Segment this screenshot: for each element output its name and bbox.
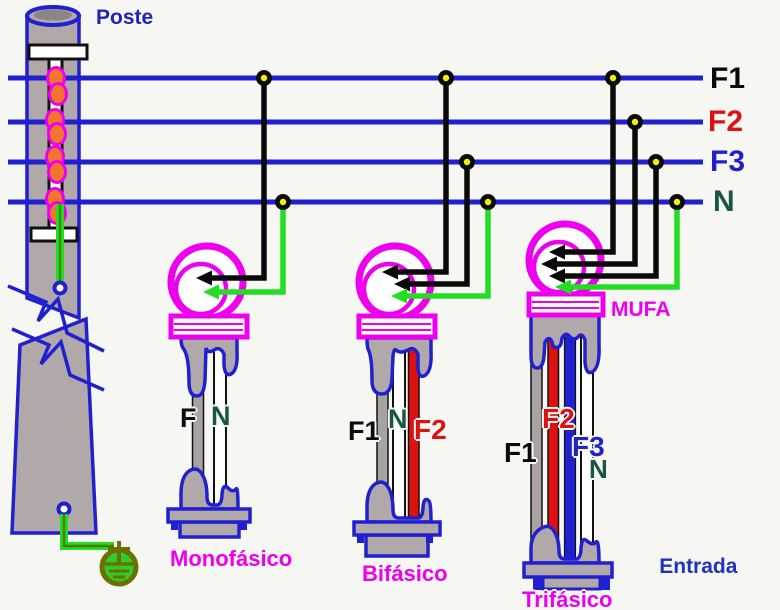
grounding-system — [52, 204, 139, 587]
mufa-label: MUFA — [611, 298, 671, 321]
bif-wire-label-n: N — [388, 404, 408, 434]
mono-base-block — [178, 520, 241, 539]
line-label-f3: F3 — [710, 145, 746, 178]
arrow-icon — [196, 270, 212, 286]
tri-wire-label-n: N — [589, 454, 608, 484]
mono-base-flange — [166, 507, 252, 524]
bif-lower-drip — [365, 480, 433, 524]
bif-base-block — [364, 533, 430, 558]
mono-service-drop — [196, 70, 291, 300]
pole-label: Poste — [96, 6, 154, 29]
bif-service-drop — [382, 70, 496, 304]
bif-weatherhead — [355, 242, 438, 340]
tri-weatherhead — [525, 220, 606, 318]
mono-upper-drip — [179, 336, 239, 398]
arrow-icon — [549, 244, 565, 260]
arrow-icon — [382, 264, 398, 280]
line-label-f2: F2 — [708, 105, 744, 138]
pole-break-mark — [11, 327, 105, 392]
mono-wire-label-f: F — [180, 403, 197, 433]
bif-wire-label-f1: F1 — [348, 416, 380, 446]
tri-upper-drip — [529, 313, 601, 375]
tri-lower-drip — [529, 524, 601, 565]
arrow-icon — [549, 268, 565, 284]
monofasico-caption: Monofásico — [170, 546, 293, 571]
bif-wire-label-f2: F2 — [414, 414, 447, 445]
tri-wire-label-f1: F1 — [504, 437, 537, 468]
monofasico-assembly — [166, 242, 252, 539]
mono-lower-drip — [179, 467, 240, 511]
bif-upper-drip — [365, 336, 433, 396]
arrow-icon — [391, 288, 407, 304]
ground-wire-eyelet — [56, 501, 72, 517]
line-label-f1: F1 — [710, 62, 746, 95]
ground-wire-eyelet — [52, 280, 68, 296]
meter-entry-line1: Entrada — [659, 555, 738, 579]
arrow-icon — [541, 256, 557, 272]
arrow-icon — [394, 276, 410, 292]
ground-electrode-symbol — [99, 541, 139, 587]
bif-base-flange — [352, 520, 442, 537]
tri-service-drop — [541, 70, 685, 295]
tri-base-flange — [522, 561, 614, 579]
meter-entry-label: Entrada a medidor — [630, 528, 755, 610]
meter-entry-line2: a medidor — [648, 608, 748, 610]
trifasico-caption: Trifásico — [522, 587, 613, 610]
arrow-icon — [203, 284, 219, 300]
bifasico-assembly — [352, 242, 442, 558]
mono-wire-label-n: N — [211, 401, 231, 431]
power-lines — [8, 75, 703, 205]
arrow-icon — [555, 279, 571, 295]
tri-wire-label-f3: F3 — [572, 431, 605, 462]
bifasico-caption: Bifásico — [362, 561, 448, 586]
line-label-n: N — [713, 185, 735, 218]
pole-break-mark — [7, 284, 105, 353]
tri-wire-label-f2: F2 — [542, 403, 575, 434]
